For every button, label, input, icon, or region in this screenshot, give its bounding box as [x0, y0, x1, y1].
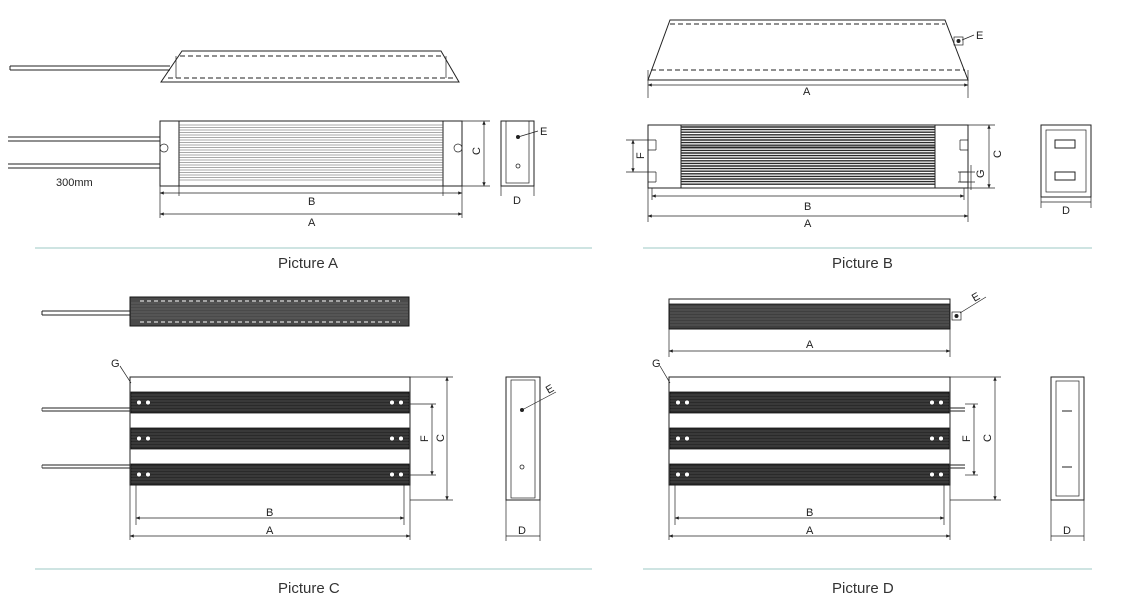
mount-hole-icon [145, 435, 151, 442]
mount-hole-icon [929, 435, 935, 442]
picture-b-dim-b-label: B [804, 201, 811, 213]
picture-c-label-e: E [544, 382, 556, 396]
mount-hole-icon [938, 399, 944, 406]
picture-b-dim-c-label: C [992, 150, 1004, 158]
picture-d-label-g: G [652, 358, 661, 370]
picture-b-front-view [647, 124, 969, 189]
picture-a-top-view [9, 50, 460, 83]
picture-b-dim-f-label: F [635, 152, 647, 159]
picture-d-dim-b-label: B [806, 507, 813, 519]
fin-bar [669, 391, 950, 414]
mount-hole-icon [684, 399, 690, 406]
picture-b-fins [681, 126, 935, 185]
mount-hole-icon [684, 435, 690, 442]
picture-d-caption: Picture D [832, 580, 894, 597]
picture-d-side-view: D [1050, 376, 1085, 541]
picture-b-dim-d-label: D [1062, 205, 1070, 217]
picture-b-dim-a-top-label: A [803, 86, 811, 98]
mount-hole-icon [389, 399, 395, 406]
mount-hole-icon [684, 471, 690, 478]
picture-c-side-view: E D [505, 376, 556, 541]
picture-c-top-stripes [131, 302, 408, 319]
picture-d-dim-d-label: D [1063, 525, 1071, 537]
picture-a-side-view: E D [500, 120, 547, 207]
picture-b: E A F C G [626, 19, 1092, 230]
fin-bar [130, 427, 410, 450]
picture-d-dim-a-top-label: A [806, 339, 814, 351]
picture-c-caption: Picture C [278, 580, 340, 597]
picture-c-dim-c-label: C [435, 434, 447, 442]
mount-hole-icon [398, 435, 404, 442]
picture-c-dim-b-label: B [266, 507, 273, 519]
mount-hole-icon [389, 435, 395, 442]
picture-c-dim-f-label: F [419, 435, 431, 442]
mount-hole-icon [136, 471, 142, 478]
fin-bar [130, 463, 410, 486]
mount-hole-icon [398, 399, 404, 406]
picture-b-caption: Picture B [832, 255, 893, 272]
picture-c-label-g: G [111, 358, 120, 370]
mount-hole-icon [938, 471, 944, 478]
picture-a-dim-b-label: B [308, 196, 315, 208]
mount-hole-icon [136, 399, 142, 406]
picture-a-caption: Picture A [278, 255, 338, 272]
picture-d-dim-f-label: F [961, 435, 973, 442]
picture-a-front-view [8, 120, 463, 187]
picture-b-dim-g-label: G [975, 169, 987, 178]
picture-a-dim-a-label: A [308, 217, 316, 229]
picture-d-dim-c-label: C [982, 434, 994, 442]
picture-b-dim-a-label: A [804, 218, 812, 230]
mount-hole-icon [675, 435, 681, 442]
picture-b-terminal-icon [956, 39, 961, 43]
picture-b-label-e: E [976, 30, 983, 42]
picture-a-dim-c-label: C [471, 147, 483, 155]
picture-a-dim-d-label: D [513, 195, 521, 207]
mount-hole-icon [938, 435, 944, 442]
mount-hole-icon [398, 471, 404, 478]
picture-d-top-view: E [668, 290, 987, 330]
picture-b-side-view: D [1040, 124, 1092, 217]
picture-c-dim-d-label: D [518, 525, 526, 537]
fin-bar [669, 427, 950, 450]
picture-d-terminal-icon [954, 314, 959, 318]
mount-hole-icon [929, 399, 935, 406]
mount-hole-icon [675, 471, 681, 478]
mount-hole-icon [929, 471, 935, 478]
picture-a: 300mm B A C E D [8, 50, 547, 229]
picture-c-front-view [41, 376, 411, 486]
fin-bar [130, 391, 410, 414]
picture-a-label-e: E [540, 126, 547, 138]
picture-a-fins [179, 124, 443, 181]
picture-d-label-e: E [970, 290, 982, 304]
picture-d-front-view [668, 376, 965, 486]
picture-c-top-view [41, 296, 410, 327]
mount-hole-icon [675, 399, 681, 406]
picture-b-top-view: E [647, 19, 983, 81]
picture-c: G F C B A E D [41, 296, 556, 541]
mount-hole-icon [389, 471, 395, 478]
mount-hole-icon [136, 435, 142, 442]
picture-a-lead-length-label: 300mm [56, 177, 93, 189]
fin-bar [669, 463, 950, 486]
mount-hole-icon [145, 471, 151, 478]
picture-d-dim-a-label: A [806, 525, 814, 537]
picture-d-fin-bars [669, 391, 950, 486]
picture-c-dim-a-label: A [266, 525, 274, 537]
picture-d: E A G F C B A [652, 290, 1085, 541]
mount-hole-icon [145, 399, 151, 406]
picture-d-top-stripes [670, 306, 949, 326]
picture-c-fin-bars [130, 391, 410, 486]
